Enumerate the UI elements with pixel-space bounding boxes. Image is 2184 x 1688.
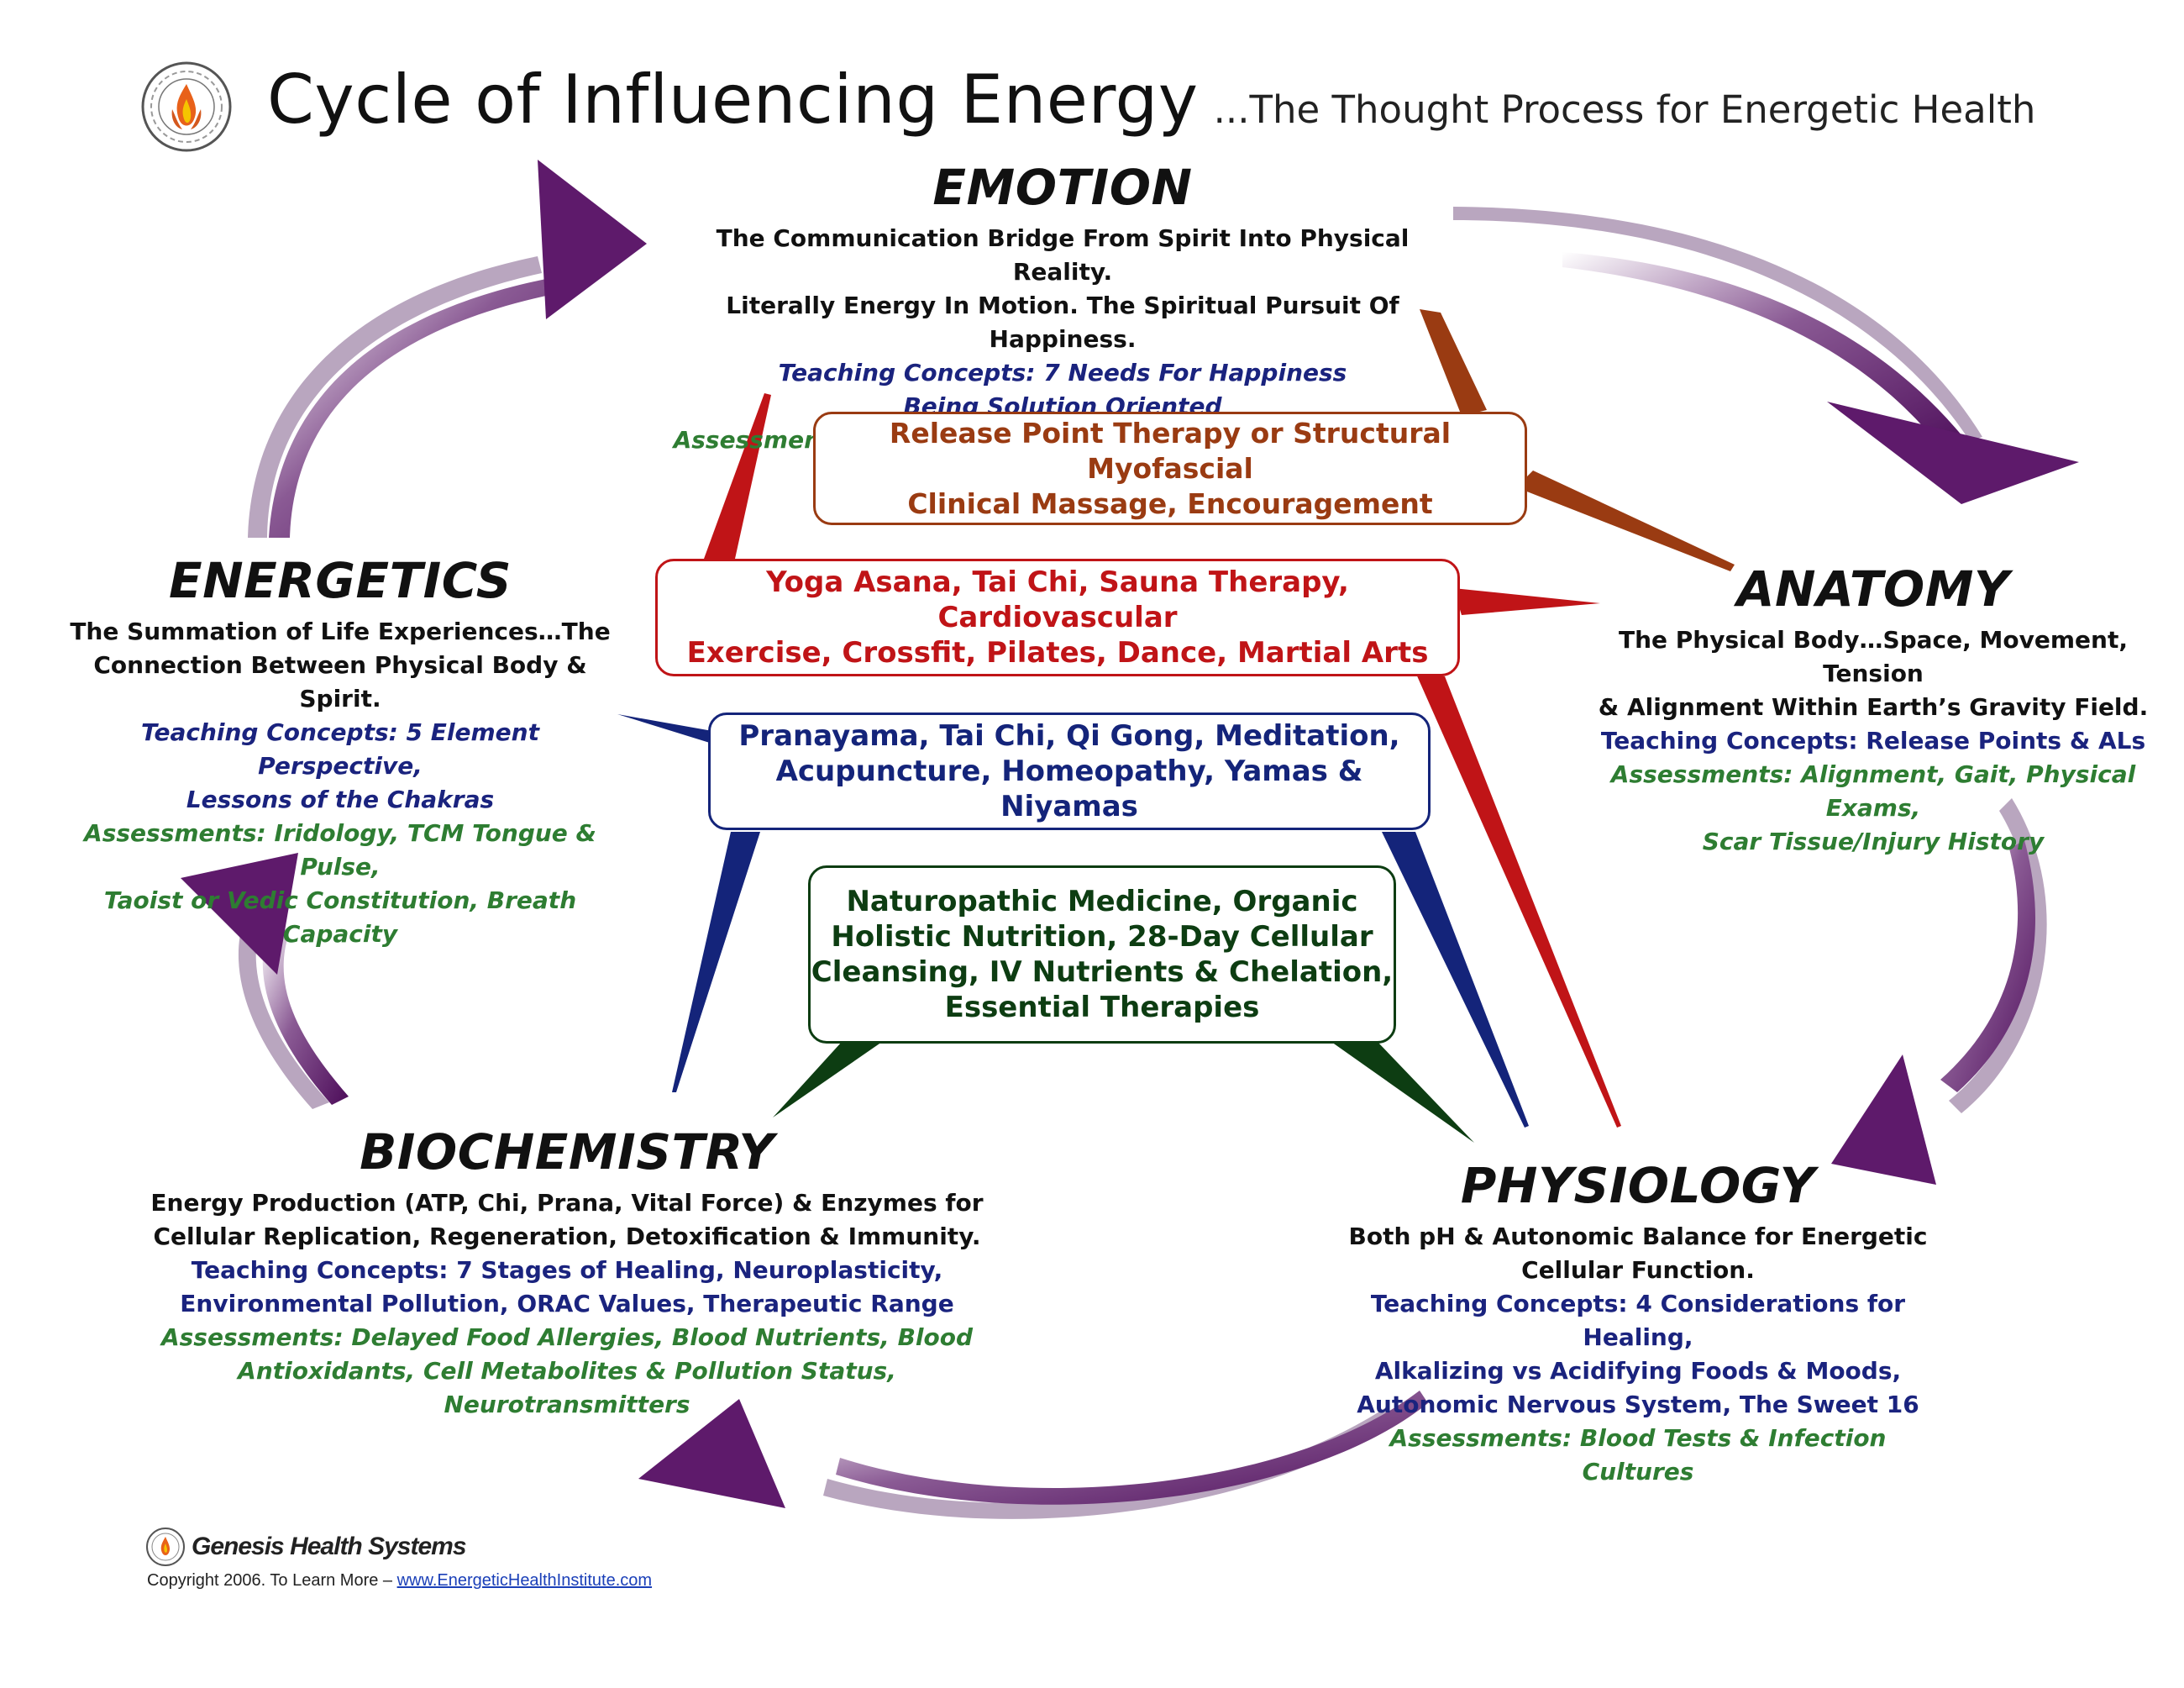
footer-brand-name: Genesis Health Systems: [192, 1533, 467, 1560]
biochemistry-assessment-line: Antioxidants, Cell Metabolites & Polluti…: [238, 1357, 896, 1418]
institute-link[interactable]: www.EnergeticHealthInstitute.com: [396, 1571, 653, 1590]
therapy-line: Exercise, Crossfit, Pilates, Dance, Mart…: [686, 636, 1429, 670]
arrow-energetics-to-emotion: [248, 160, 647, 538]
emotion-teaching-line: Teaching Concepts: 7 Needs For Happiness: [778, 359, 1347, 387]
physiology-teaching-line: Autonomic Nervous System, The Sweet 16: [1357, 1391, 1919, 1418]
therapy-line: Yoga Asana, Tai Chi, Sauna Therapy, Card…: [766, 565, 1349, 634]
arrow-biochemistry-to-energetics: [181, 853, 349, 1109]
therapy-line: Naturopathic Medicine, Organic: [846, 885, 1358, 918]
flame-logo-icon: [141, 61, 232, 152]
spikes-brown: [1420, 309, 1735, 571]
anatomy-desc-line: & Alignment Within Earth’s Gravity Field…: [1598, 693, 2149, 721]
spikes-green: [773, 1042, 1474, 1143]
anatomy-assessment-line: Assessments: Alignment, Gait, Physical E…: [1610, 760, 2136, 822]
biochemistry-desc-line: Cellular Replication, Regeneration, Deto…: [153, 1223, 981, 1250]
node-biochemistry: BIOCHEMISTRY Energy Production (ATP, Chi…: [143, 1124, 991, 1422]
anatomy-teaching-line: Teaching Concepts: Release Points & ALs: [1600, 727, 2146, 755]
physiology-teaching-line: Teaching Concepts: 4 Considerations for …: [1370, 1290, 1906, 1351]
node-energetics-title: ENERGETICS: [168, 552, 512, 609]
biochemistry-teaching-line: Teaching Concepts: 7 Stages of Healing, …: [191, 1256, 943, 1284]
arrow-anatomy-to-physiology: [1831, 798, 2047, 1185]
energetics-assessment-line: Taoist or Vedic Constitution, Breath Cap…: [103, 886, 577, 948]
biochemistry-desc-line: Energy Production (ATP, Chi, Prana, Vita…: [150, 1189, 984, 1217]
copyright-text: Copyright 2006. To Learn More –: [147, 1571, 397, 1590]
therapy-line: Clinical Massage, Encouragement: [907, 486, 1433, 520]
copyright-line: Copyright 2006. To Learn More – www.Ener…: [147, 1571, 652, 1591]
node-biochemistry-title: BIOCHEMISTRY: [360, 1123, 774, 1181]
physiology-assessment-line: Assessments: Blood Tests & Infection Cul…: [1389, 1424, 1887, 1486]
biochemistry-assessment-line: Assessments: Delayed Food Allergies, Blo…: [160, 1323, 974, 1351]
node-emotion-title: EMOTION: [932, 159, 1193, 216]
therapy-line: Acupuncture, Homeopathy, Yamas & Niyamas: [775, 755, 1363, 823]
emotion-desc-line: The Communication Bridge From Spirit Int…: [716, 224, 1410, 286]
therapy-line: Essential Therapies: [944, 991, 1260, 1024]
therapy-box-movement: Yoga Asana, Tai Chi, Sauna Therapy, Card…: [655, 559, 1460, 676]
node-physiology: PHYSIOLOGY Both pH & Autonomic Balance f…: [1344, 1158, 1932, 1489]
therapy-line: Release Point Therapy or Structural Myof…: [889, 416, 1452, 485]
therapy-line: Cleansing, IV Nutrients & Chelation,: [811, 955, 1394, 989]
title-subtitle: ...The Thought Process for Energetic Hea…: [1213, 87, 2036, 132]
energetics-teaching-line: Teaching Concepts: 5 Element Perspective…: [140, 718, 539, 780]
therapy-box-breath-energy: Pranayama, Tai Chi, Qi Gong, Meditation,…: [708, 713, 1431, 830]
therapy-line: Holistic Nutrition, 28-Day Cellular: [831, 920, 1373, 954]
arrow-physiology-to-biochemistry: [638, 1391, 1428, 1519]
energetics-assessment-line: Assessments: Iridology, TCM Tongue & Pul…: [84, 819, 596, 881]
page-title: Cycle of Influencing Energy ...The Though…: [267, 60, 2035, 139]
biochemistry-teaching-line: Environmental Pollution, ORAC Values, Th…: [180, 1290, 954, 1317]
anatomy-desc-line: The Physical Body…Space, Movement, Tensi…: [1619, 626, 2128, 687]
node-physiology-title: PHYSIOLOGY: [1460, 1157, 1816, 1214]
title-main: Cycle of Influencing Energy: [267, 60, 1199, 139]
energetics-desc-line: Connection Between Physical Body & Spiri…: [93, 651, 587, 713]
anatomy-assessment-line: Scar Tissue/Injury History: [1702, 828, 2045, 855]
node-energetics: ENERGETICS The Summation of Life Experie…: [59, 553, 622, 951]
therapy-box-release-point: Release Point Therapy or Structural Myof…: [813, 412, 1527, 525]
footer-brand: Genesis Health Systems: [144, 1526, 467, 1568]
node-anatomy: ANATOMY The Physical Body…Space, Movemen…: [1588, 561, 2159, 859]
therapy-line: Pranayama, Tai Chi, Qi Gong, Meditation,: [738, 719, 1400, 753]
physiology-desc-line: Both pH & Autonomic Balance for Energeti…: [1348, 1223, 1928, 1250]
energetics-teaching-line: Lessons of the Chakras: [186, 786, 495, 813]
flame-logo-small-icon: [146, 1528, 185, 1566]
arrow-emotion-to-anatomy: [1453, 207, 2079, 504]
node-anatomy-title: ANATOMY: [1736, 560, 2010, 618]
spikes-red: [704, 393, 1621, 1128]
physiology-teaching-line: Alkalizing vs Acidifying Foods & Moods,: [1374, 1357, 1902, 1385]
energetics-desc-line: The Summation of Life Experiences…The: [70, 618, 611, 645]
spikes-blue: [617, 714, 1529, 1128]
emotion-desc-line: Literally Energy In Motion. The Spiritua…: [726, 292, 1399, 353]
physiology-desc-line: Cellular Function.: [1521, 1256, 1755, 1284]
therapy-box-nutrition: Naturopathic Medicine, Organic Holistic …: [808, 865, 1396, 1044]
